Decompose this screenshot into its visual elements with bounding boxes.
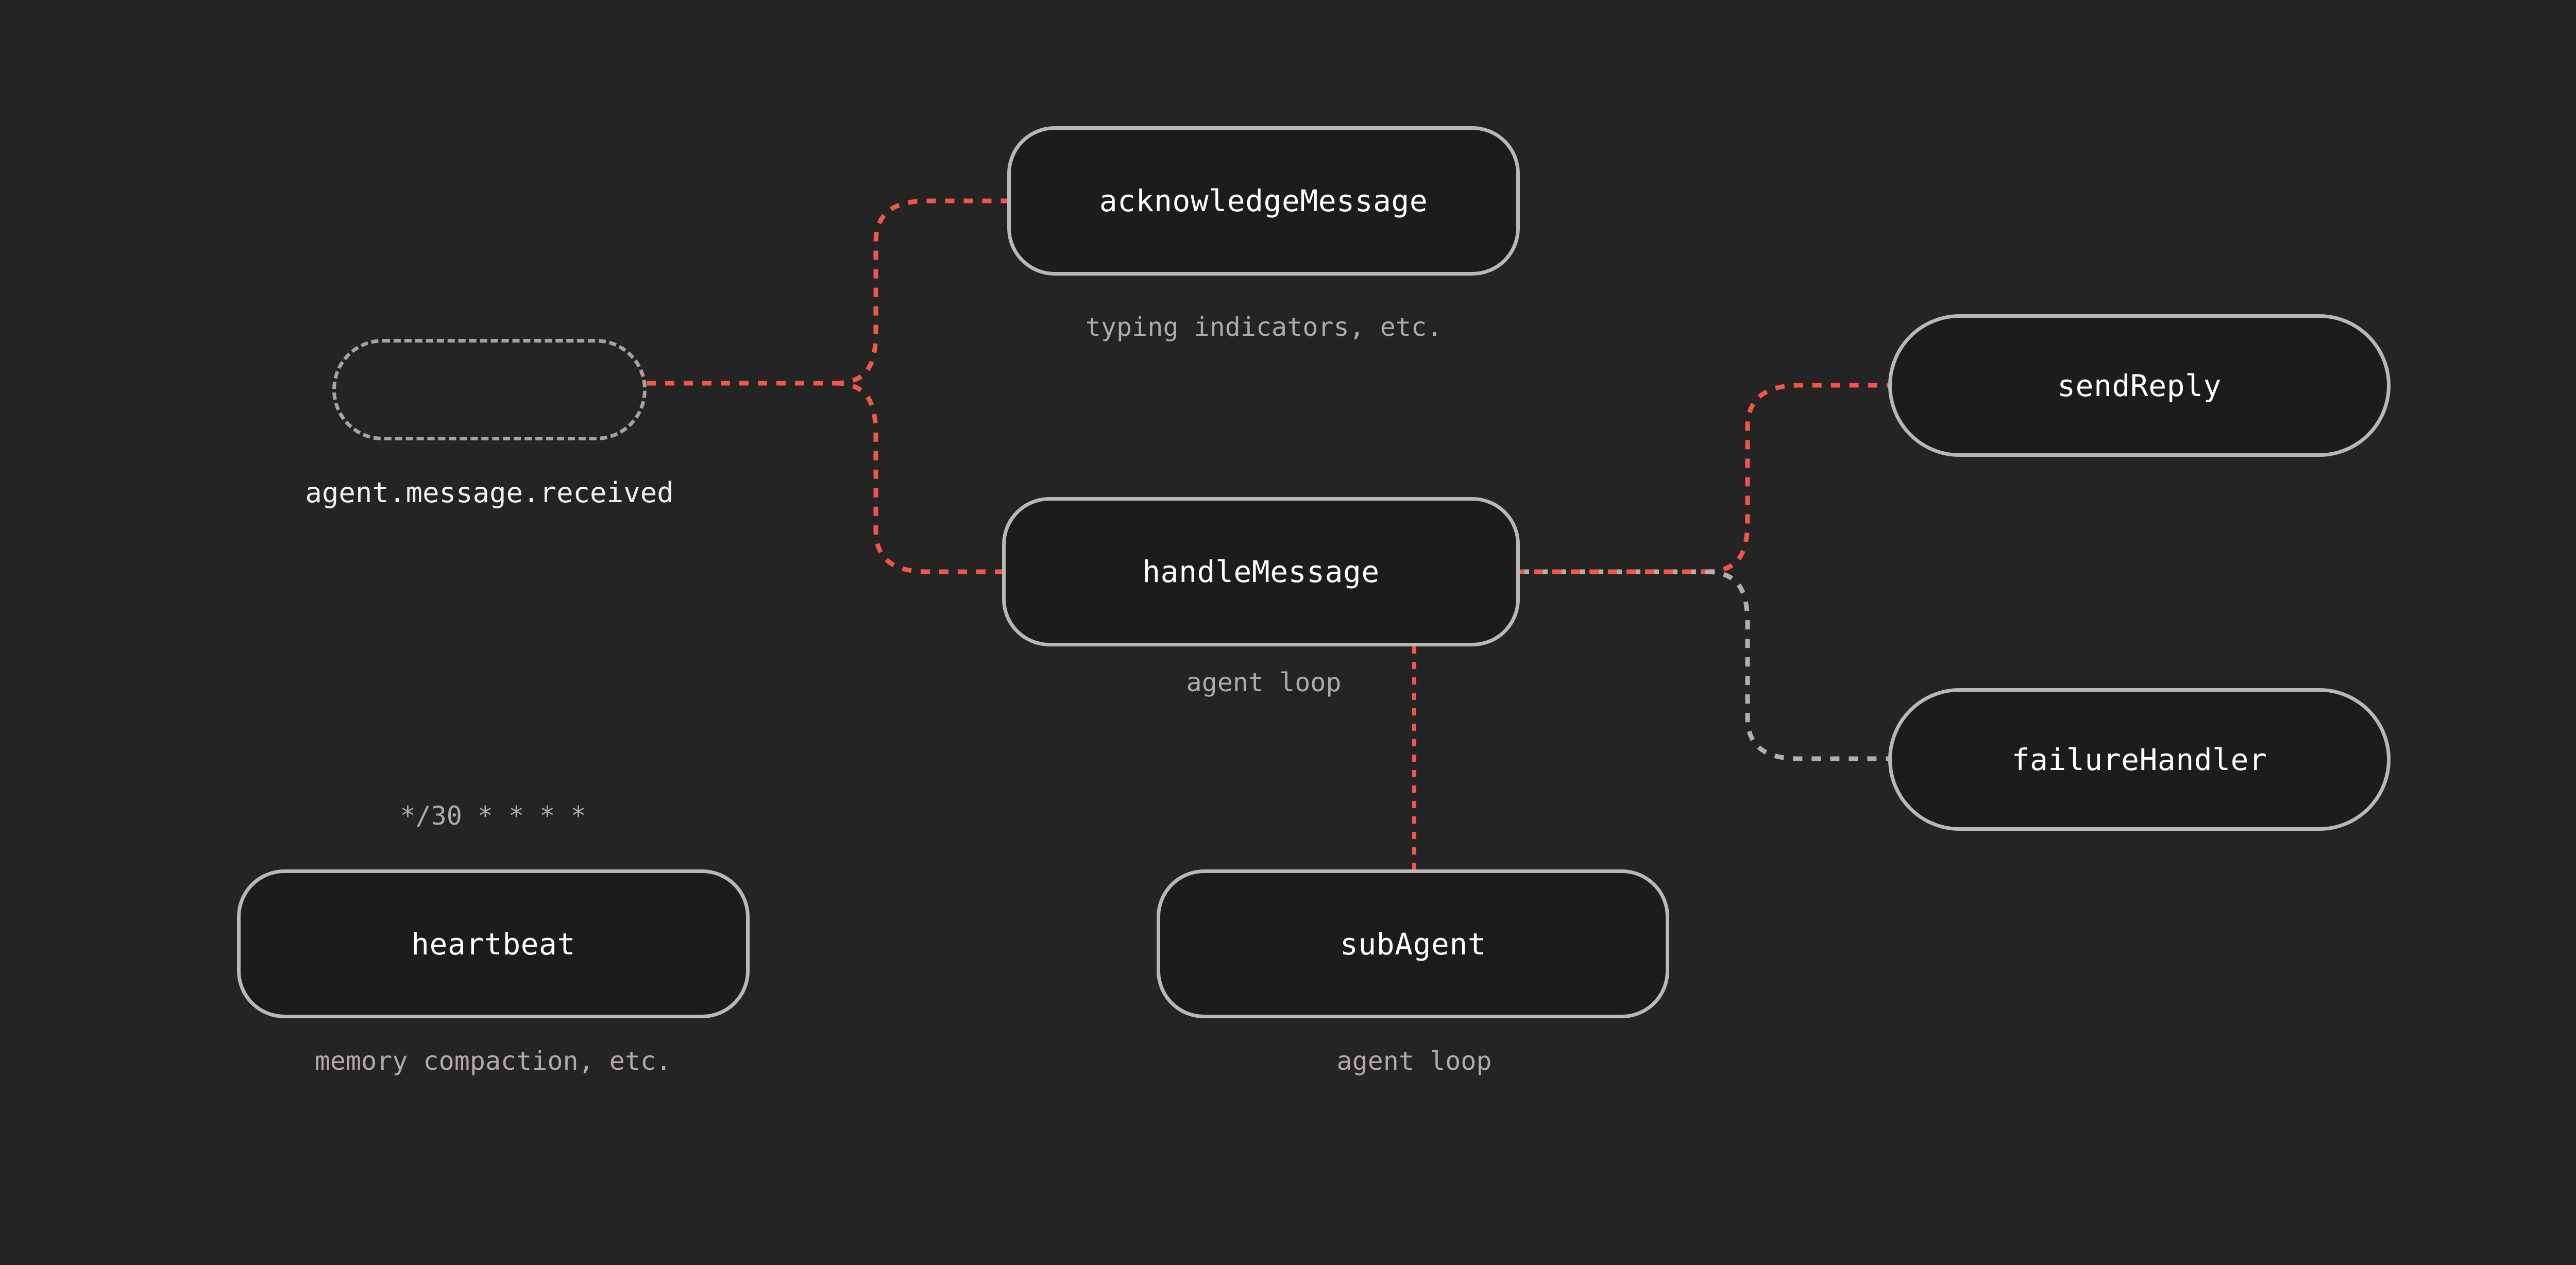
node-heartbeat-label: heartbeat <box>411 926 575 962</box>
node-send-reply-label: sendReply <box>2057 368 2222 403</box>
caption-trigger-event: agent.message.received <box>305 476 674 509</box>
node-trigger[interactable] <box>332 339 647 440</box>
caption-sub-agent-note: agent loop <box>1336 1046 1492 1076</box>
node-acknowledge-message[interactable]: acknowledgeMessage <box>1007 126 1520 276</box>
edge-handle-to-failurehandler <box>1705 569 1888 761</box>
node-heartbeat[interactable]: heartbeat <box>237 869 750 1018</box>
edge-handle-to-sendreply <box>1705 383 1888 574</box>
node-sub-agent-label: subAgent <box>1340 926 1486 962</box>
caption-acknowledge-note: typing indicators, etc. <box>1085 312 1443 342</box>
node-handle-message-label: handleMessage <box>1142 554 1380 589</box>
node-handle-message[interactable]: handleMessage <box>1002 497 1520 646</box>
caption-heartbeat-schedule: */30 * * * * <box>400 801 586 831</box>
node-acknowledge-message-label: acknowledgeMessage <box>1099 183 1428 218</box>
node-failure-handler-label: failureHandler <box>2011 742 2267 777</box>
edge-trigger-to-handle <box>834 381 1002 574</box>
caption-heartbeat-note: memory compaction, etc. <box>314 1046 672 1076</box>
node-failure-handler[interactable]: failureHandler <box>1888 688 2391 831</box>
caption-handle-message-note: agent loop <box>1186 668 1342 697</box>
edge-trigger-to-acknowledge <box>834 198 1007 386</box>
node-send-reply[interactable]: sendReply <box>1888 314 2391 457</box>
node-sub-agent[interactable]: subAgent <box>1157 869 1669 1018</box>
